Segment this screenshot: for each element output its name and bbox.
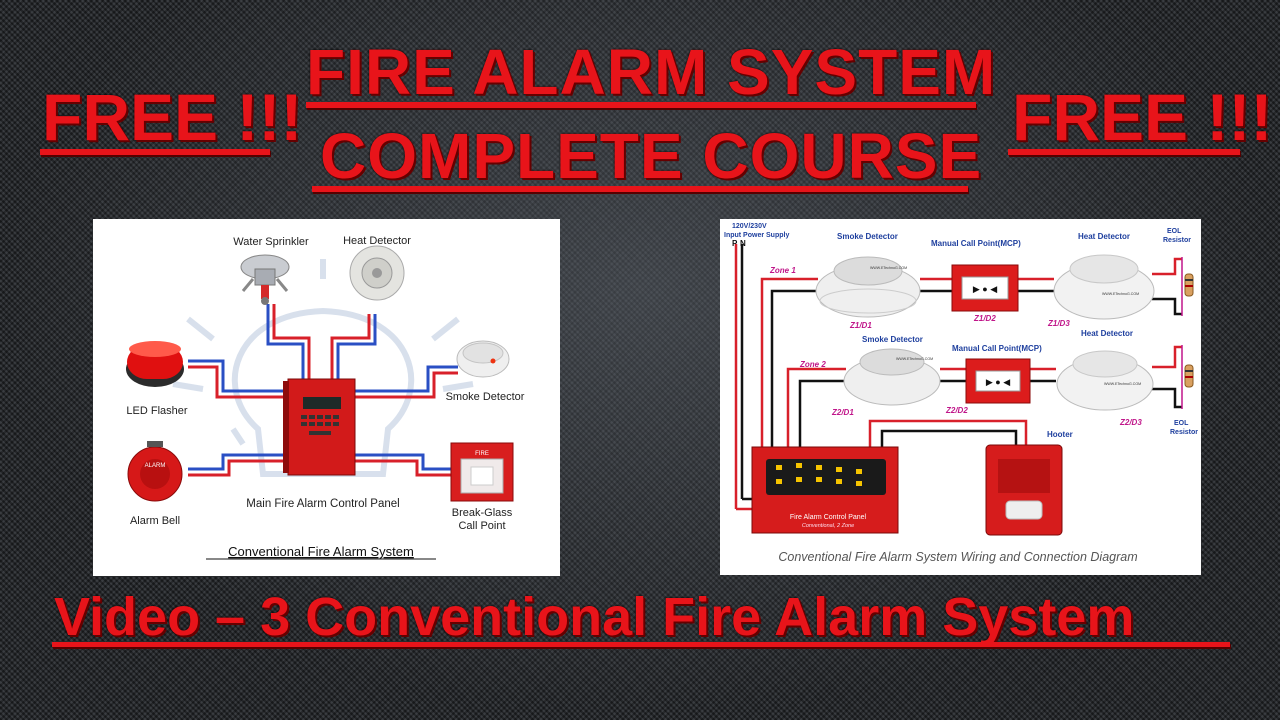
z2-d3-label: Z2/D3 <box>1119 418 1142 427</box>
call-point-fire-text: FIRE <box>475 451 489 457</box>
break-glass-label-line1: Break-Glass <box>452 507 513 519</box>
z1-d1-label: Z1/D1 <box>849 321 872 330</box>
course-title-line1: FIRE ALARM SYSTEM <box>306 36 997 108</box>
heat-detector-z2-icon <box>1056 350 1154 411</box>
heat-detector-z1-icon <box>1053 254 1155 320</box>
alarm-bell-icon <box>127 441 183 502</box>
free-left-label: FREE !!! <box>42 80 303 154</box>
z2-d2-label: Z2/D2 <box>945 406 968 415</box>
hooter-icon <box>985 444 1063 536</box>
video-title-underline <box>52 642 1230 647</box>
power-supply-label-line1: 120V/230V <box>732 223 767 230</box>
heat-detector-label: Heat Detector <box>343 235 411 247</box>
power-supply-label-line2: Input Power Supply <box>724 232 789 239</box>
phase-label: P <box>732 239 738 248</box>
eol-1-label-line2: Resistor <box>1163 237 1191 244</box>
alarm-bell-label: Alarm Bell <box>130 515 180 527</box>
fire-alarm-control-panel-icon <box>751 446 899 534</box>
svg-text:▶ ● ◀: ▶ ● ◀ <box>986 377 1010 387</box>
right-diagram-caption: Conventional Fire Alarm System Wiring an… <box>778 550 1137 564</box>
smoke-detector-z2-icon <box>843 348 941 406</box>
smoke-detector-1-label: Smoke Detector <box>837 232 898 241</box>
course-title-line2: COMPLETE COURSE <box>320 120 983 192</box>
led-flasher-icon <box>126 341 184 387</box>
hooter-label: Hooter <box>1047 430 1073 439</box>
heat-detector-icon <box>349 245 405 301</box>
manual-call-point-z2-icon: ▶ ● ◀ <box>965 358 1031 404</box>
course-title-underline1 <box>306 102 976 108</box>
z2-d1-label: Z2/D1 <box>831 408 854 417</box>
z1-d3-label: Z1/D3 <box>1047 319 1070 328</box>
bulb-background <box>172 259 474 477</box>
neutral-label: N <box>740 239 746 248</box>
eol-1-label-line1: EOL <box>1167 228 1182 235</box>
smoke-detector-2-label: Smoke Detector <box>862 335 923 344</box>
zone-2-label: Zone 2 <box>799 360 826 369</box>
control-panel-icon <box>283 378 356 476</box>
alarm-bell-text: ALARM <box>145 463 166 469</box>
mcp-2-label: Manual Call Point(MCP) <box>952 344 1042 353</box>
zone-1-label: Zone 1 <box>769 266 796 275</box>
video-title: Video – 3 Conventional Fire Alarm System <box>54 587 1135 647</box>
wiring <box>188 304 458 477</box>
break-glass-label-line2: Call Point <box>458 520 505 532</box>
svg-text:▶ ● ◀: ▶ ● ◀ <box>973 284 997 294</box>
left-diagram-caption: Conventional Fire Alarm System <box>228 544 414 559</box>
heat-detector-2-label: Heat Detector <box>1081 329 1133 338</box>
mcp-1-label: Manual Call Point(MCP) <box>931 239 1021 248</box>
led-flasher-label: LED Flasher <box>126 405 187 417</box>
free-right-underline <box>1008 149 1240 155</box>
watermark-4: WWW.ETechnoG.COM <box>1104 382 1141 386</box>
diagram-wires <box>734 244 1183 511</box>
z1-d2-label: Z1/D2 <box>973 314 996 323</box>
water-sprinkler-label: Water Sprinkler <box>233 236 309 248</box>
break-glass-call-point-icon <box>450 442 514 502</box>
free-left-underline <box>40 149 270 155</box>
smoke-detector-z1-icon <box>815 256 921 318</box>
free-right-label: FREE !!! <box>1012 80 1273 154</box>
illustration-svg: Water Sprinkler Heat Detector LED Flashe… <box>126 235 525 560</box>
course-title-underline2 <box>312 186 968 192</box>
manual-call-point-z1-icon: ▶ ● ◀ <box>951 264 1019 312</box>
conventional-system-illustration: Water Sprinkler Heat Detector LED Flashe… <box>93 219 560 576</box>
watermark-1: WWW.ETechnoG.COM <box>870 266 907 270</box>
heat-detector-1-label: Heat Detector <box>1078 232 1130 241</box>
smoke-detector-label: Smoke Detector <box>446 391 525 403</box>
eol-2-label-line2: Resistor <box>1170 429 1198 436</box>
eol-resistor-icon <box>1184 273 1194 388</box>
wiring-diagram-svg: ▶ ● ◀ ▶ ● ◀ Fire Alar <box>724 223 1198 564</box>
control-panel-title: Fire Alarm Control Panel <box>790 514 867 521</box>
smoke-detector-icon <box>456 340 510 378</box>
watermark-3: WWW.ETechnoG.COM <box>896 357 933 361</box>
wiring-connection-diagram: ▶ ● ◀ ▶ ● ◀ Fire Alar <box>720 219 1201 575</box>
control-panel-label: Main Fire Alarm Control Panel <box>246 498 399 510</box>
water-sprinkler-icon <box>240 254 290 305</box>
eol-2-label-line1: EOL <box>1174 420 1189 427</box>
watermark-2: WWW.ETechnoG.COM <box>1102 292 1139 296</box>
control-panel-subtitle: Conventional, 2 Zone <box>802 523 854 529</box>
